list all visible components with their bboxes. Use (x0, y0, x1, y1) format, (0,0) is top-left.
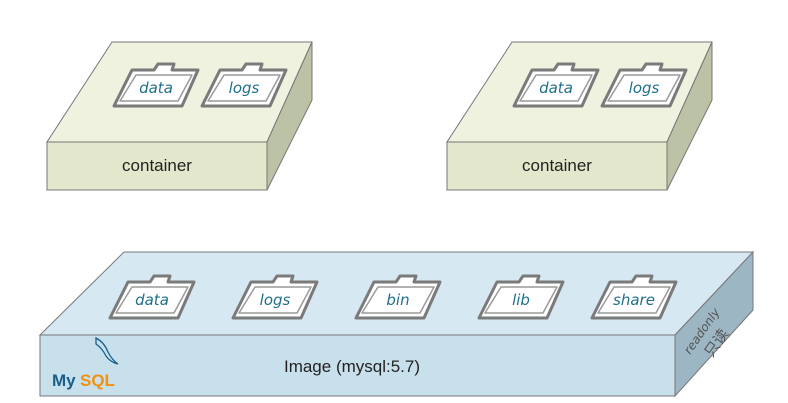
container-2-folder-data: data (512, 62, 600, 108)
container-2-folder-logs: logs (600, 62, 688, 108)
container-1-label: container (122, 156, 192, 175)
container-1-folder-logs: logs (200, 62, 288, 108)
dolphin-icon (95, 336, 119, 365)
container-block-2: container data logs (446, 41, 713, 191)
container-2-front (446, 141, 668, 191)
image-folder-bin: bin (354, 274, 442, 320)
image-folder-logs: logs (231, 274, 319, 320)
logo-sql-text: SQL (80, 371, 115, 390)
folder-label: logs (229, 79, 260, 97)
image-folder-data: data (108, 274, 196, 320)
image-folder-lib: lib (477, 274, 565, 320)
container-1-front (46, 141, 268, 191)
folder-label: logs (260, 291, 291, 309)
image-front (39, 334, 676, 397)
folder-label: bin (386, 291, 409, 309)
logo-my-text: My (52, 371, 76, 390)
folder-label: share (613, 291, 655, 309)
folder-label: data (139, 79, 173, 97)
folder-label: data (135, 291, 169, 309)
folder-label: data (539, 79, 573, 97)
folder-label: lib (512, 291, 530, 309)
container-2-label: container (522, 156, 592, 175)
image-block: Image (mysql:5.7) readonly 只读 My SQL dat… (38, 250, 755, 398)
mysql-logo: My SQL (52, 336, 119, 390)
container-block-1: container data logs (46, 41, 313, 191)
image-label: Image (mysql:5.7) (284, 357, 420, 376)
container-1-folder-data: data (112, 62, 200, 108)
folder-label: logs (629, 79, 660, 97)
image-folder-share: share (590, 274, 678, 320)
